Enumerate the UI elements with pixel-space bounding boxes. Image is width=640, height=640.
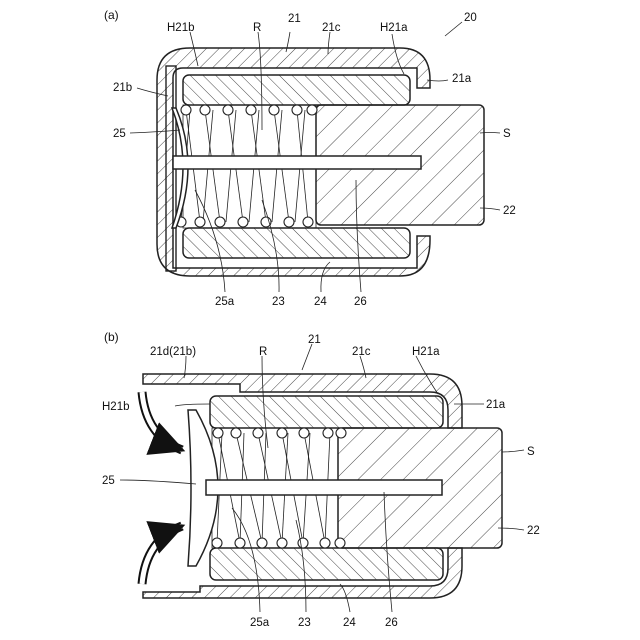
label-S: S <box>503 128 511 140</box>
label-R-b: R <box>259 346 267 358</box>
label-25a-b: 25a <box>250 617 270 629</box>
panel-b-tag: (b) <box>104 330 119 344</box>
label-H21b-b: H21b <box>102 401 130 413</box>
label-26: 26 <box>354 296 367 308</box>
label-22: 22 <box>503 205 516 217</box>
label-25a: 25a <box>215 296 235 308</box>
sleeve-24-top <box>183 75 410 105</box>
label-H21a-b: H21a <box>412 346 440 358</box>
label-21c: 21c <box>322 22 341 34</box>
sleeve-24-b-top <box>210 396 443 428</box>
panel-b: (b) <box>102 330 540 629</box>
panel-a: (a) <box>104 8 516 308</box>
label-26-b: 26 <box>385 617 398 629</box>
label-25-b: 25 <box>102 475 115 487</box>
label-21b: 21b <box>113 82 132 94</box>
label-21a: 21a <box>452 73 472 85</box>
label-21d: 21d(21b) <box>150 346 196 358</box>
label-22-b: 22 <box>527 525 540 537</box>
label-24: 24 <box>314 296 327 308</box>
rod-26-b <box>206 480 442 495</box>
panel-a-tag: (a) <box>104 8 119 22</box>
label-23-b: 23 <box>298 617 311 629</box>
label-20: 20 <box>464 12 477 24</box>
label-H21a: H21a <box>380 22 408 34</box>
label-21a-b: 21a <box>486 399 506 411</box>
sleeve-24-b-bottom <box>210 548 443 580</box>
label-23: 23 <box>272 296 285 308</box>
label-24-b: 24 <box>343 617 356 629</box>
label-21: 21 <box>288 13 301 25</box>
label-S-b: S <box>527 446 535 458</box>
label-21c-b: 21c <box>352 346 371 358</box>
rod-26 <box>173 156 421 169</box>
label-21-b: 21 <box>308 334 321 346</box>
label-25: 25 <box>113 128 126 140</box>
label-H21b: H21b <box>167 22 195 34</box>
label-R: R <box>253 22 261 34</box>
